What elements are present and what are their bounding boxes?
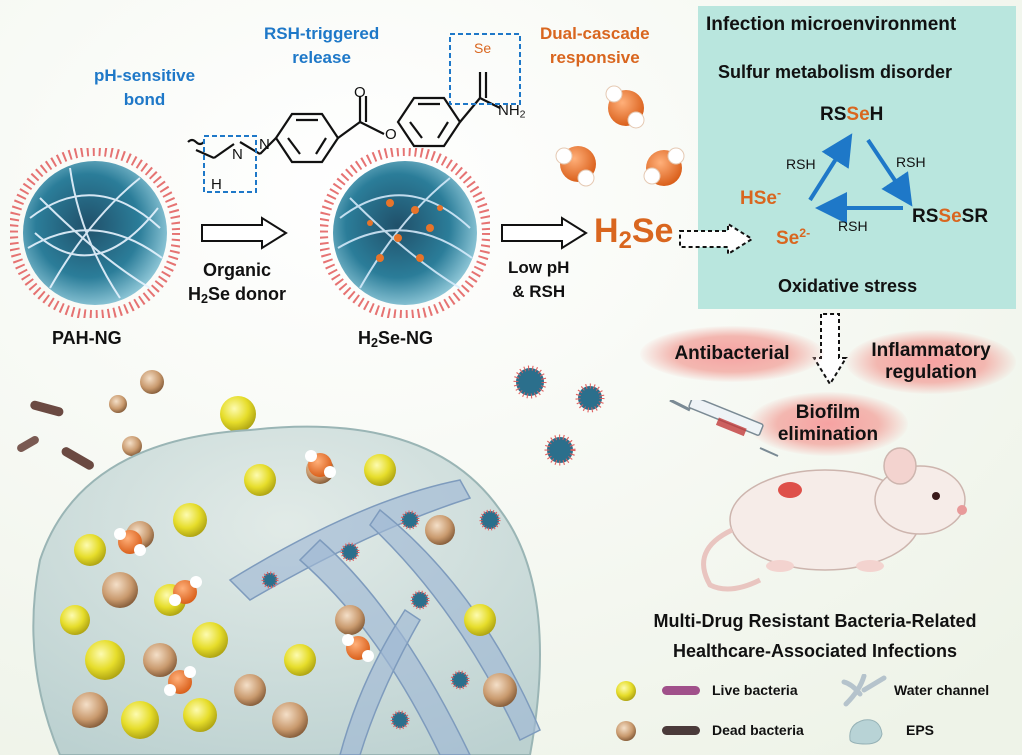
rsh-bottom-label: RSH (838, 218, 868, 234)
nh2-atom: NH2 (498, 102, 526, 121)
water-channel-icon (841, 674, 887, 707)
low-ph-rsh-label: Low pH& RSH (508, 258, 570, 301)
h-atom: H (211, 176, 222, 193)
hse-label: HSe- (740, 186, 782, 209)
antibacterial-pill: Antibacterial (640, 326, 824, 382)
rsh-right-label: RSH (896, 154, 926, 170)
h2se-donor-molecule (187, 33, 521, 193)
legend-water-label: Water channel (894, 682, 990, 698)
legend-dead-label: Dead bacteria (712, 722, 804, 738)
se2-label: Se2- (776, 226, 811, 249)
organic-donor-label: Organic H2Se donor (188, 260, 287, 307)
n-atom-1: N (232, 146, 243, 163)
legend-live-icon (616, 681, 700, 701)
cycle-arrow-down-right (866, 138, 913, 207)
eps-icon (849, 719, 883, 745)
o-atom-2: O (385, 126, 397, 143)
arrow-dashed-to-panel (679, 222, 754, 256)
pah-ng-nanogel (10, 148, 180, 318)
panel-subtitle: Sulfur metabolism disorder (718, 62, 953, 82)
mouse-illustration (669, 400, 967, 592)
o-atom-1: O (354, 84, 366, 101)
panel-title: Infection microenvironment (706, 14, 957, 35)
biofilm-illustration (17, 365, 605, 755)
h2se-ng-nanogel (320, 148, 490, 318)
legend-dead-icon (616, 721, 700, 741)
legend-eps-label: EPS (906, 722, 935, 738)
pah-ng-label: PAH-NG (52, 328, 122, 348)
rsseh-label: RSSeH (820, 104, 884, 125)
legend-live-label: Live bacteria (712, 682, 798, 698)
h2se-big-label: H2Se (594, 212, 674, 254)
rsh-left-label: RSH (786, 156, 816, 172)
arrow-organic (201, 216, 288, 250)
se-atom: Se (474, 40, 492, 56)
infection-microenvironment-panel (698, 6, 1016, 309)
h2se-molecules (555, 85, 685, 187)
syringe-icon (669, 400, 779, 457)
cycle-arrow-up (808, 133, 853, 202)
oxidative-stress-label: Oxidative stress (778, 276, 918, 296)
h2se-ng-label: H2Se-NG (358, 328, 434, 351)
arrow-low-ph (501, 216, 588, 250)
cascade-cycle (808, 133, 913, 224)
n-atom-2: N (259, 136, 270, 153)
rssesr-label: RSSeSR (912, 206, 989, 227)
